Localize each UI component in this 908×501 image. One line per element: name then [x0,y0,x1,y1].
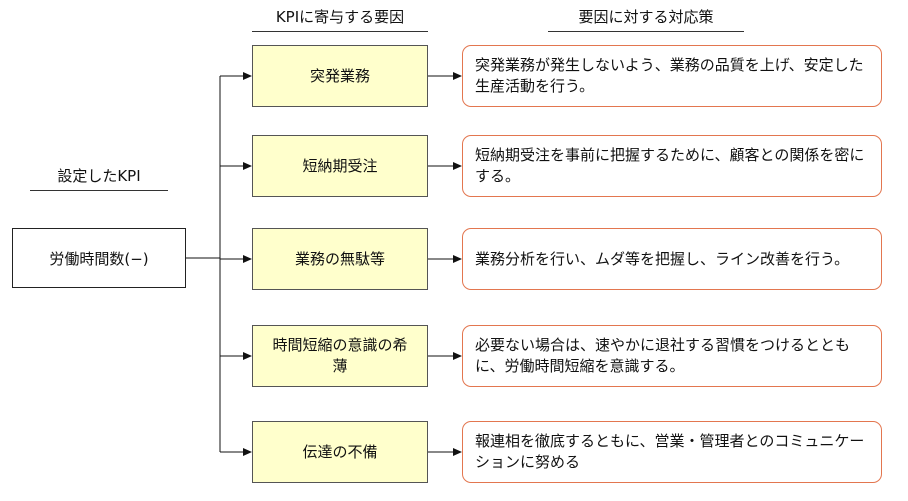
header-measures: 要因に対する対応策 [548,6,744,32]
measure-text: 業務分析を行い、ムダ等を把握し、ライン改善を行う。 [475,249,850,268]
measure-text: 短納期受注を事前に把握するために、顧客との関係を密にする。 [475,146,865,185]
factor-box: 突発業務 [252,45,428,107]
header-factors: KPIに寄与する要因 [252,6,428,32]
factor-label: 伝達の不備 [302,442,378,461]
measure-text: 突発業務が発生しないよう、業務の品質を上げ、安定した生産活動を行う。 [475,56,864,95]
factor-label: 突発業務 [309,66,370,85]
factor-box: 業務の無駄等 [252,228,428,290]
measure-text: 報連相を徹底するともに、営業・管理者とのコミュニケーションに努める [475,432,865,471]
factor-label: 業務の無駄等 [294,249,385,268]
factor-label: 時間短縮の意識の希薄 [272,336,408,375]
kpi-root-box: 労働時間数(−) [12,228,186,288]
measure-text: 必要ない場合は、速やかに退社する習慣をつけるとともに、労働時間短縮を意識する。 [475,336,851,375]
measure-box: 突発業務が発生しないよう、業務の品質を上げ、安定した生産活動を行う。 [462,45,882,107]
measure-box: 報連相を徹底するともに、営業・管理者とのコミュニケーションに努める [462,421,882,483]
measure-box: 業務分析を行い、ムダ等を把握し、ライン改善を行う。 [462,228,882,290]
measure-box: 必要ない場合は、速やかに退社する習慣をつけるとともに、労働時間短縮を意識する。 [462,325,882,387]
header-kpi: 設定したKPI [30,165,168,191]
factor-box: 短納期受注 [252,135,428,197]
factor-box: 伝達の不備 [252,421,428,483]
measure-box: 短納期受注を事前に把握するために、顧客との関係を密にする。 [462,135,882,197]
kpi-root-label: 労働時間数(−) [49,249,149,268]
factor-label: 短納期受注 [302,156,378,175]
factor-box: 時間短縮の意識の希薄 [252,325,428,387]
